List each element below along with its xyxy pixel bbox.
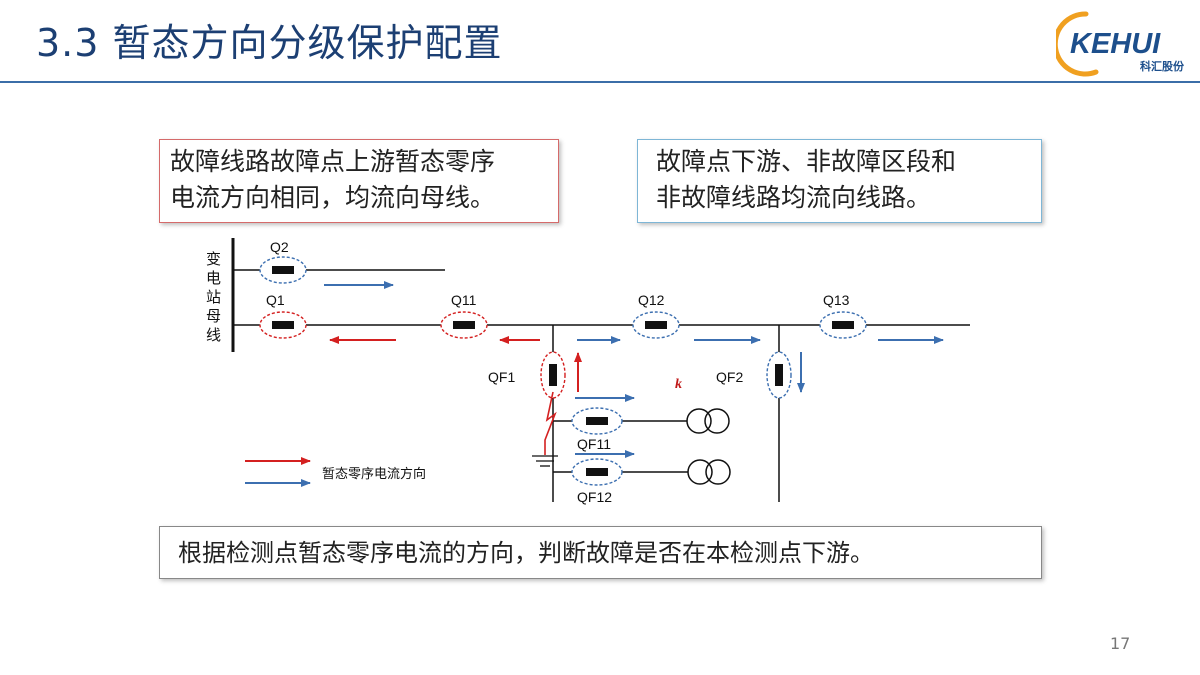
downstream-callout: 故障点下游、非故障区段和 非故障线路均流向线路。 xyxy=(637,139,1042,223)
label-q12: Q12 xyxy=(638,292,665,308)
label-q2: Q2 xyxy=(270,239,289,255)
conclusion-text: 根据检测点暂态零序电流的方向，判断故障是否在本检测点下游。 xyxy=(178,539,874,567)
title-divider xyxy=(0,81,1200,83)
detection-point-q1 xyxy=(259,311,307,339)
label-q13: Q13 xyxy=(823,292,850,308)
logo-subtitle: 科汇股份 xyxy=(1140,59,1185,73)
downstream-callout-line1: 故障点下游、非故障区段和 xyxy=(656,147,957,176)
upstream-callout-line1: 故障线路故障点上游暂态零序 xyxy=(170,147,496,176)
legend: 暂态零序电流方向 xyxy=(245,457,426,487)
label-qf2: QF2 xyxy=(716,369,743,385)
detection-point-qf12 xyxy=(571,458,623,486)
upstream-callout-line2: 电流方向相同，均流向母线。 xyxy=(170,183,496,212)
label-qf12: QF12 xyxy=(577,489,612,505)
label-qf1: QF1 xyxy=(488,369,515,385)
transformer-icon xyxy=(686,408,730,434)
ground-icon xyxy=(532,455,558,467)
bus-label-char: 变 xyxy=(206,250,221,268)
company-logo: KEHUI 科汇股份 xyxy=(1056,11,1185,77)
fault-label: k xyxy=(675,377,682,392)
bus-label-char: 电 xyxy=(206,269,221,287)
detection-point-qf2 xyxy=(766,351,792,399)
slide-title: 3.3 暂态方向分级保护配置 xyxy=(36,21,503,65)
upstream-callout: 故障线路故障点上游暂态零序 电流方向相同，均流向母线。 xyxy=(159,139,559,223)
label-q1: Q1 xyxy=(266,292,285,308)
detection-point-q13 xyxy=(819,311,867,339)
detection-point-qf1 xyxy=(540,351,566,399)
downstream-callout-line2: 非故障线路均流向线路。 xyxy=(656,183,932,212)
label-qf11: QF11 xyxy=(577,436,611,452)
bus-label-char: 线 xyxy=(206,326,221,344)
detection-point-qf11 xyxy=(571,407,623,435)
conclusion-callout: 根据检测点暂态零序电流的方向，判断故障是否在本检测点下游。 xyxy=(159,526,1042,579)
transformer-icon xyxy=(687,459,731,485)
legend-label: 暂态零序电流方向 xyxy=(322,466,426,482)
label-q11: Q11 xyxy=(451,292,477,308)
bus-label: 变 电 站 母 线 xyxy=(206,250,221,344)
detection-point-q12 xyxy=(632,311,680,339)
detection-point-q11 xyxy=(440,311,488,339)
logo-brand: KEHUI xyxy=(1070,28,1161,60)
bus-label-char: 站 xyxy=(206,288,221,306)
detection-point-q2 xyxy=(259,256,307,284)
page-number: 17 xyxy=(1110,634,1131,653)
fault-lightning-icon xyxy=(544,391,557,455)
logo-ring-icon xyxy=(1056,11,1099,77)
bus-label-char: 母 xyxy=(206,307,221,325)
